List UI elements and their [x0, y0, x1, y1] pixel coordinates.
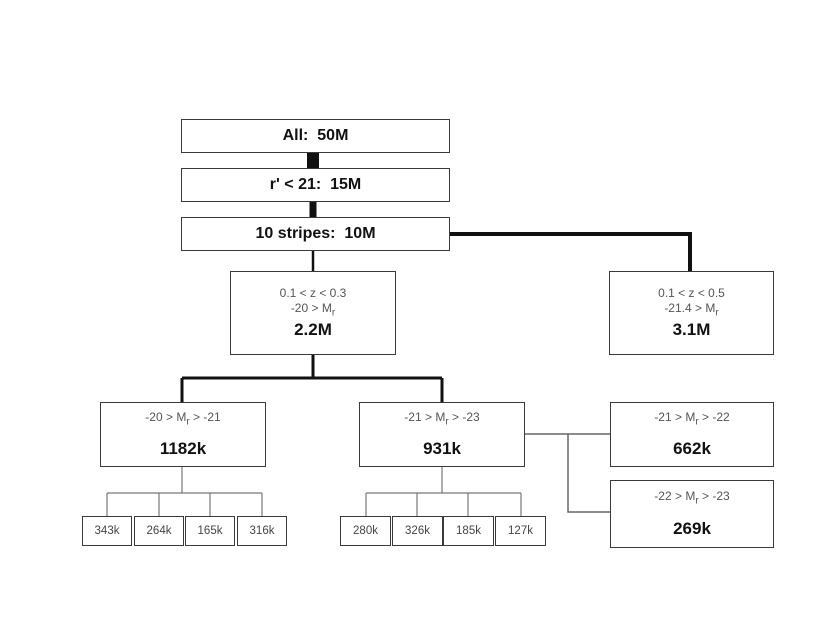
node-high-z-range: 0.1 < z < 0.5	[658, 285, 725, 300]
node-low-z-count: 2.2M	[294, 320, 332, 340]
connector-to-bin-22-23	[567, 434, 610, 513]
node-low-z-range: 0.1 < z < 0.3	[279, 285, 347, 300]
node-low-z: 0.1 < z < 0.3 -20 > Mr 2.2M	[230, 271, 396, 355]
leaf-right-3: 185k	[443, 516, 494, 546]
node-low-z-mag-limit: -20 > Mr	[290, 300, 336, 319]
node-high-z-count: 3.1M	[672, 320, 711, 340]
node-bin-21-22-count: 662k	[673, 439, 711, 459]
node-bin-22-23: -22 > Mr > -23 269k	[610, 480, 774, 548]
node-stripes: 10 stripes: 10M	[181, 217, 450, 251]
node-stripes-label: 10 stripes:	[255, 225, 336, 242]
leaf-left-1: 343k	[82, 516, 132, 546]
node-bin-21-22: -21 > Mr > -22 662k	[610, 402, 774, 467]
leaf-left-4: 316k	[237, 516, 287, 546]
node-mag-cut-value: 15M	[330, 176, 362, 193]
node-high-z-mag-limit: -21.4 > Mr	[664, 300, 719, 319]
leaf-right-2: 326k	[392, 516, 443, 546]
node-stripes-value: 10M	[344, 225, 376, 242]
leaf-left-3: 165k	[185, 516, 235, 546]
leaf-left-2: 264k	[134, 516, 184, 546]
node-bin-20-21-range: -20 > Mr > -21	[145, 409, 221, 428]
node-bin-21-22-range: -21 > Mr > -22	[654, 409, 730, 428]
node-bin-21-23-range: -21 > Mr > -23	[404, 409, 480, 428]
leaf-right-4: 127k	[495, 516, 546, 546]
node-bin-22-23-range: -22 > Mr > -23	[654, 489, 730, 507]
node-high-z: 0.1 < z < 0.5 -21.4 > Mr 3.1M	[609, 271, 774, 355]
node-bin-22-23-count: 269k	[673, 518, 711, 538]
node-bin-20-21-count: 1182k	[159, 439, 207, 459]
node-bin-21-23-count: 931k	[423, 439, 461, 459]
node-bin-20-21: -20 > Mr > -21 1182k	[100, 402, 266, 467]
node-all-value: 50M	[317, 127, 349, 144]
node-mag-cut-label: r' < 21:	[269, 176, 322, 193]
node-mag-cut: r' < 21: 15M	[181, 168, 450, 202]
leaf-right-1: 280k	[340, 516, 391, 546]
connector-stripes-to-high-z	[450, 232, 692, 271]
node-all-label: All:	[282, 127, 309, 144]
node-all: All: 50M	[181, 119, 450, 153]
node-bin-21-23: -21 > Mr > -23 931k	[359, 402, 525, 467]
